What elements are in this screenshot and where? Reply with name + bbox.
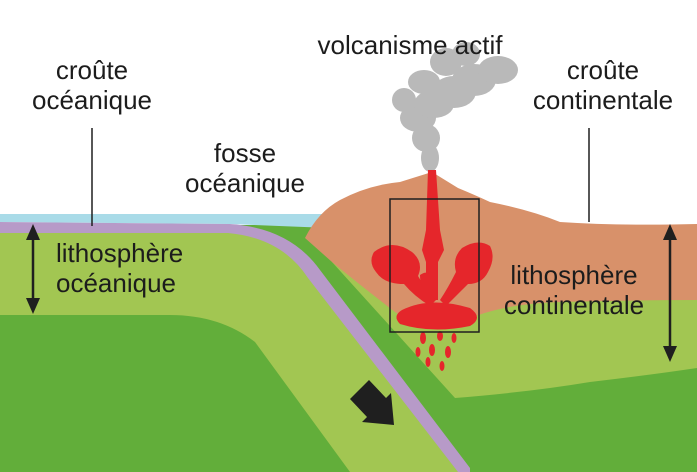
subduction-direction-arrow bbox=[350, 380, 394, 425]
label-continental-crust: croûte continentale bbox=[518, 55, 688, 115]
oceanic-lithosphere bbox=[0, 232, 470, 472]
label-line: océanique bbox=[185, 168, 305, 198]
label-continental-lithosphere: lithosphère continentale bbox=[484, 260, 664, 320]
label-line: fosse bbox=[213, 138, 277, 168]
label-line: continentale bbox=[532, 85, 674, 115]
label-oceanic-crust: croûte océanique bbox=[22, 55, 162, 115]
oceanic-crust bbox=[0, 222, 470, 472]
label-line: lithosphère bbox=[510, 260, 638, 290]
magma-droplets bbox=[415, 331, 457, 371]
label-line: océanique bbox=[56, 268, 176, 298]
label-oceanic-lithosphere: lithosphère océanique bbox=[56, 238, 183, 298]
volcanic-smoke bbox=[392, 42, 518, 172]
continental-crust bbox=[305, 172, 697, 329]
label-line: croûte bbox=[55, 55, 129, 85]
label-active-volcanism: volcanisme actif bbox=[290, 30, 530, 60]
label-line: lithosphère bbox=[56, 238, 184, 268]
magma-frame bbox=[389, 198, 480, 333]
label-line: continentale bbox=[503, 290, 645, 320]
oceanic-lithosphere-thickness-arrow bbox=[26, 224, 40, 314]
ocean-water bbox=[0, 214, 330, 228]
label-line: croûte bbox=[566, 55, 640, 85]
magma-chamber bbox=[371, 170, 493, 330]
label-trench: fosse océanique bbox=[170, 138, 320, 198]
continental-lithosphere-thickness-arrow bbox=[663, 224, 677, 362]
label-line: volcanisme actif bbox=[317, 30, 503, 60]
label-line: océanique bbox=[32, 85, 152, 115]
